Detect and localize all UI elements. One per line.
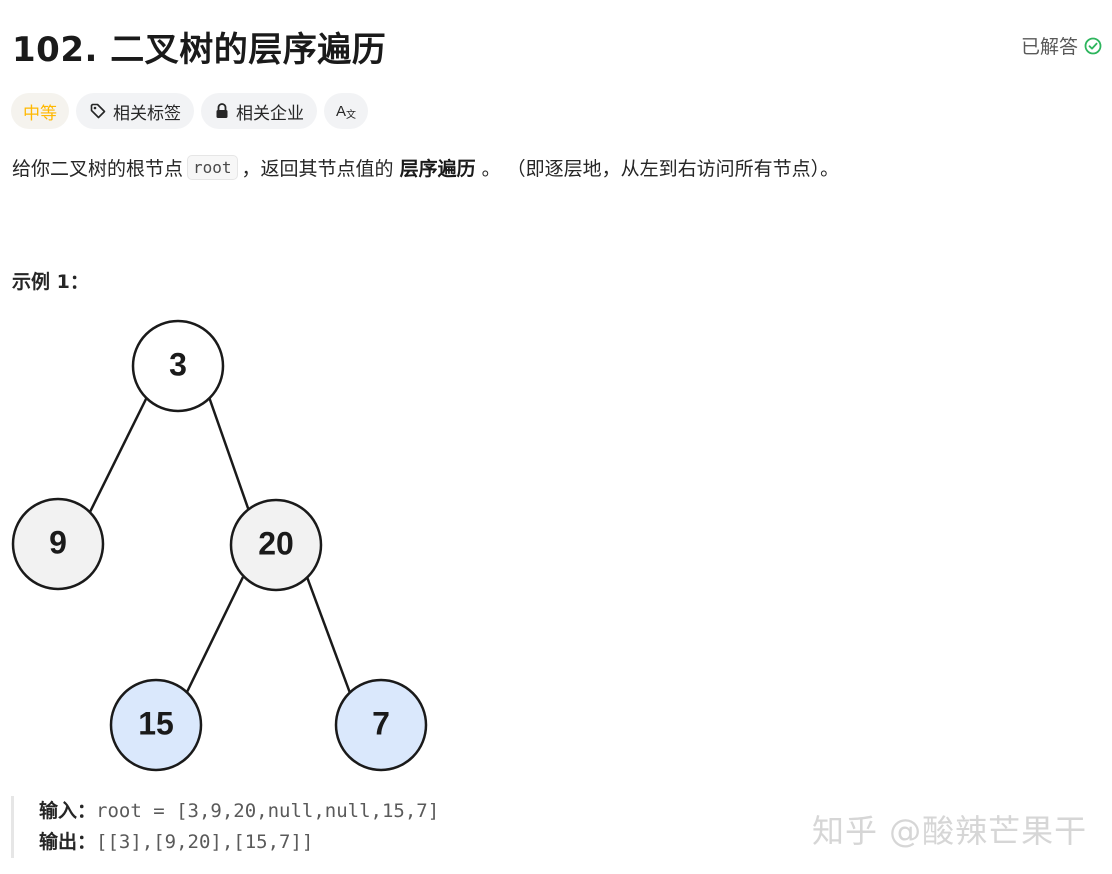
tree-node: 3	[131, 319, 225, 413]
companies-tag-button[interactable]: 相关企业	[201, 93, 317, 129]
tree-node-label: 9	[49, 524, 67, 560]
check-circle-icon	[1084, 37, 1102, 55]
output-label: 输出：	[39, 831, 97, 853]
input-value: root = [3,9,20,null,null,15,7]	[96, 800, 440, 822]
topics-tag-label: 相关标签	[113, 103, 181, 124]
description-code-root: root	[187, 155, 238, 180]
binary-tree-diagram: 3 9 20 15 7	[11, 319, 428, 772]
difficulty-badge[interactable]: 中等	[11, 93, 69, 129]
description-suffix: 。 （即逐层地，从左到右访问所有节点）。	[481, 158, 840, 180]
tree-node-label: 7	[372, 705, 390, 741]
output-value: [[3],[9,20],[15,7]]	[96, 831, 314, 853]
description-middle: ，返回其节点值的	[241, 158, 394, 180]
problem-title: 102. 二叉树的层序遍历	[12, 30, 387, 70]
translate-icon: A 文	[335, 101, 357, 121]
difficulty-label: 中等	[23, 103, 57, 124]
companies-tag-label: 相关企业	[236, 103, 304, 124]
tree-edge	[185, 576, 245, 693]
tree-node-label: 20	[258, 525, 294, 561]
watermark: 知乎 @酸辣芒果干	[812, 812, 1088, 850]
tree-node-label: 15	[138, 705, 174, 741]
tree-node-label: 3	[169, 346, 187, 382]
example-output-row: 输出：[[3],[9,20],[15,7]]	[39, 827, 439, 858]
example-io-block: 输入：root = [3,9,20,null,null,15,7] 输出：[[3…	[11, 796, 439, 858]
tree-node: 7	[334, 678, 428, 772]
tree-node-circle	[229, 498, 323, 592]
tree-node: 9	[11, 497, 105, 591]
tag-icon	[89, 102, 107, 120]
problem-description: 给你二叉树的根节点 root ，返回其节点值的 层序遍历 。 （即逐层地，从左到…	[12, 154, 839, 181]
tree-node-circle	[334, 678, 428, 772]
tree-node-circle	[11, 497, 105, 591]
tree-node: 20	[229, 498, 323, 592]
tree-node-circle	[131, 319, 225, 413]
tree-node: 15	[109, 678, 203, 772]
tree-node-circle	[109, 678, 203, 772]
tree-edge	[305, 576, 352, 694]
example-input-row: 输入：root = [3,9,20,null,null,15,7]	[39, 796, 439, 827]
tag-bar: 中等 相关标签 相关企业 A 文	[11, 93, 368, 129]
translate-button[interactable]: A 文	[324, 93, 368, 129]
input-label: 输入：	[39, 800, 97, 822]
problem-header: 102. 二叉树的层序遍历 已解答	[12, 20, 1102, 70]
tree-edge	[88, 396, 149, 513]
solved-status-label: 已解答	[1020, 36, 1078, 58]
description-bold-term: 层序遍历	[399, 158, 476, 180]
lock-icon	[214, 102, 230, 120]
topics-tag-button[interactable]: 相关标签	[76, 93, 194, 129]
tree-edge	[207, 396, 251, 512]
solved-status: 已解答	[1021, 32, 1102, 59]
example-title: 示例 1：	[12, 271, 89, 293]
svg-text:A: A	[336, 103, 346, 120]
svg-text:文: 文	[346, 108, 356, 121]
description-prefix: 给你二叉树的根节点	[12, 158, 184, 180]
